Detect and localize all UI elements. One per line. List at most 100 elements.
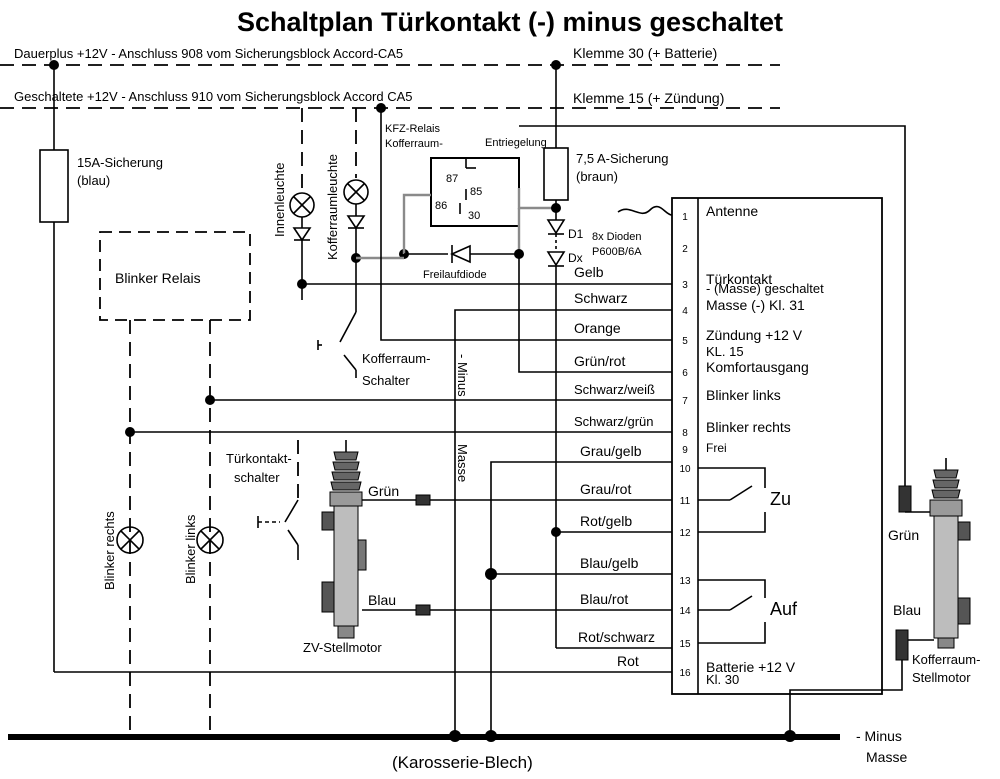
module-pin-number: 4	[682, 306, 688, 317]
module-pin-number: 14	[679, 606, 691, 617]
diode-d1-icon	[546, 208, 566, 250]
module-pin-number: 8	[682, 428, 688, 439]
module-pin-label: Zündung +12 V	[706, 327, 803, 343]
module-pin-number: 7	[682, 396, 688, 407]
module-pin-label: Türkontakt	[706, 271, 772, 287]
blau-left-label: Blau	[368, 592, 396, 608]
diode-dx-label: Dx	[568, 251, 583, 265]
module-pin-number: 16	[679, 668, 691, 679]
masse-vertical-label: Masse	[455, 444, 470, 482]
rail-geschaltete: Geschaltete +12V - Anschluss 910 vom Sic…	[0, 89, 780, 109]
wire-schwarz-label: Schwarz	[574, 290, 628, 306]
control-module	[671, 197, 883, 695]
wire-schwarz-weiss-label: Schwarz/weiß	[574, 382, 655, 397]
rail-geschaltete-label: Geschaltete +12V - Anschluss 910 vom Sic…	[14, 89, 413, 104]
module-pin-number: 1	[682, 212, 688, 223]
zv-stellmotor-label: ZV-Stellmotor	[303, 640, 382, 655]
blinker-relais: Blinker Relais	[99, 231, 251, 740]
fuse-7-5a: 7,5 A-Sicherung (braun)	[543, 65, 669, 208]
fuse-7-5a-label-1: 7,5 A-Sicherung	[576, 151, 669, 166]
rail-dauerplus-label: Dauerplus +12V - Anschluss 908 vom Siche…	[14, 46, 403, 61]
rail-dauerplus: Dauerplus +12V - Anschluss 908 vom Siche…	[0, 45, 780, 66]
module-pin-label: Batterie +12 V	[706, 659, 796, 675]
minus-label: - Minus	[455, 354, 470, 397]
wire-orange-label: Orange	[574, 320, 621, 336]
entriegelung-label: Entriegelung	[485, 137, 547, 149]
wire-rot-schwarz-label: Rot/schwarz	[578, 629, 655, 645]
blinker-relais-label: Blinker Relais	[115, 270, 201, 286]
auf-switch-icon	[698, 579, 766, 644]
wire-rot-gelb-label: Rot/gelb	[580, 513, 632, 529]
wire-schwarz-gruen-label: Schwarz/grün	[574, 414, 653, 429]
module-pin-label: Blinker rechts	[706, 419, 791, 435]
relay-pin-87: 87	[446, 173, 458, 185]
relay-pin-86: 86	[435, 200, 447, 212]
module-pin-number: 3	[682, 280, 688, 291]
fuse-7-5a-label-2: (braun)	[576, 169, 618, 184]
wire-blau-rot-label: Blau/rot	[580, 591, 628, 607]
relay-label-2: Kofferraum-	[385, 138, 443, 150]
zv-stellmotor-icon	[321, 440, 431, 639]
blinker-links-label: Blinker links	[183, 514, 198, 584]
relay-label-1: KFZ-Relais	[385, 123, 441, 135]
minus-masse-label-2: Masse	[866, 749, 907, 765]
kofferraum-stellmotor-label-2: Stellmotor	[912, 670, 971, 685]
antenna-icon	[617, 205, 673, 216]
zu-label: Zu	[770, 489, 791, 509]
wire-gruen-rot-label: Grün/rot	[574, 353, 625, 369]
junction-dot	[784, 730, 796, 742]
fuse-15a-label-1: 15A-Sicherung	[77, 155, 163, 170]
freilaufdiode-icon	[404, 244, 519, 264]
module-pin-label: Masse (-) Kl. 31	[706, 297, 805, 313]
relay-pin-85: 85	[470, 186, 482, 198]
junction-dot	[449, 730, 461, 742]
module-pin-label: Frei	[706, 441, 727, 455]
karosserie-label: (Karosserie-Blech)	[392, 753, 533, 772]
minus-masse-label-1: - Minus	[856, 728, 902, 744]
module-pin-number: 12	[679, 528, 691, 539]
wire-blau-gelb-label: Blau/gelb	[580, 555, 639, 571]
module-pin-number: 6	[682, 368, 688, 379]
wire-gelb-label: Gelb	[574, 264, 604, 280]
kofferraum-stellmotor-icon	[789, 458, 971, 736]
tuerkontaktschalter-label-1: Türkontakt-	[226, 451, 292, 466]
pin16-label-line2: Kl. 30	[706, 672, 739, 687]
blinker-rechts-label: Blinker rechts	[102, 511, 117, 590]
gruen-left-label: Grün	[368, 483, 399, 499]
kofferraumleuchte-label: Kofferraumleuchte	[325, 154, 340, 260]
module-pin-label: Antenne	[706, 203, 758, 219]
tuerkontaktschalter-label-2: schalter	[234, 470, 280, 485]
module-pin-number: 9	[682, 445, 688, 456]
kfz-relay: 87 85 86 30	[430, 157, 520, 227]
fuse-15a-label-2: (blau)	[77, 173, 110, 188]
freilaufdiode-label: Freilaufdiode	[423, 269, 487, 281]
module-pin-number: 2	[682, 244, 688, 255]
kofferraum-schalter-label-2: Schalter	[362, 373, 410, 388]
module-pin-number: 11	[680, 496, 691, 507]
dioden-label-2: P600B/6A	[592, 246, 642, 258]
kofferraum-schalter-label-1: Kofferraum-	[362, 351, 430, 366]
wire-rot-label: Rot	[617, 653, 639, 669]
innenleuchte-lamp-icon	[289, 108, 315, 300]
kofferraum-stellmotor-label-1: Kofferraum-	[912, 652, 980, 667]
module-pin-label: Blinker links	[706, 387, 781, 403]
zu-switch-icon	[698, 467, 766, 533]
module-pin-number: 5	[682, 336, 688, 347]
gruen-right-label: Grün	[888, 527, 919, 543]
wire-grau-gelb-label: Grau/gelb	[580, 443, 642, 459]
kofferraumleuchte-lamp-icon	[343, 108, 369, 258]
junction-dot	[485, 568, 497, 580]
diagram-title: Schaltplan Türkontakt (-) minus geschalt…	[237, 7, 783, 37]
blau-right-label: Blau	[893, 602, 921, 618]
junction-dot	[485, 730, 497, 742]
blinker-rechts-lamp-icon	[116, 526, 144, 554]
diode-dx-icon	[546, 251, 672, 649]
module-pin-number: 15	[679, 639, 691, 650]
rail-klemme15-label: Klemme 15 (+ Zündung)	[573, 90, 724, 106]
module-pin-number: 13	[679, 576, 691, 587]
pin3-label-line2: - (Masse) geschaltet	[706, 281, 824, 296]
rail-klemme30-label: Klemme 30 (+ Batterie)	[573, 45, 717, 61]
pin5-label-line2: KL. 15	[706, 344, 744, 359]
auf-label: Auf	[770, 599, 798, 619]
